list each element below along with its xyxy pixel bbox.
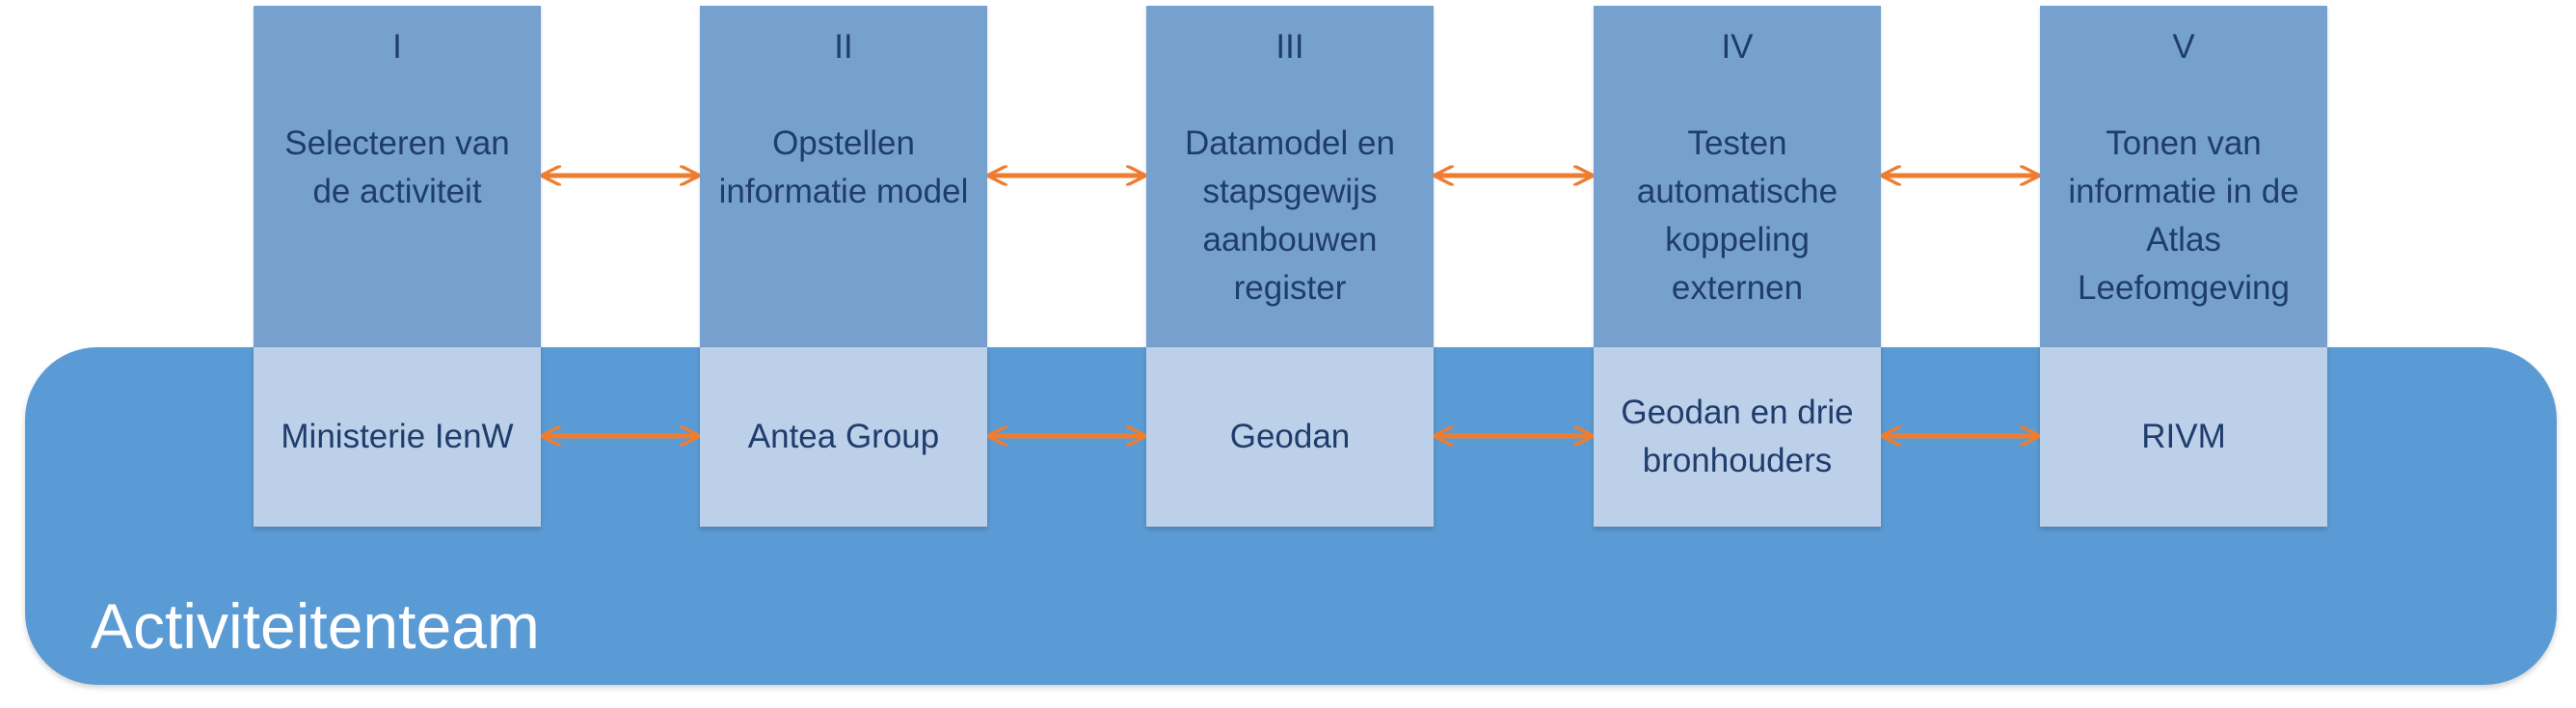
party-box-2: Antea Group — [700, 347, 987, 527]
party-box-5: RIVM — [2040, 347, 2327, 527]
phase-number: IV — [1721, 28, 1754, 66]
phase-title: Datamodel en stapsgewijs aanbouwen regis… — [1185, 124, 1395, 307]
party-name: Ministerie IenW — [281, 418, 514, 455]
phase-title: Opstellen informatie model — [718, 124, 969, 210]
phase-number: II — [834, 28, 853, 66]
party-box-4: Geodan en drie bronhouders — [1594, 347, 1881, 527]
party-box-1: Ministerie IenW — [254, 347, 541, 527]
party-box-3: Geodan — [1146, 347, 1434, 527]
phase-title: Selecteren van de activiteit — [284, 124, 510, 210]
phase-box-4: IV Testen automatische koppeling externe… — [1594, 6, 1881, 347]
phase-title: Tonen van informatie in de Atlas Leefomg… — [2068, 124, 2299, 307]
phase-number: I — [392, 28, 402, 66]
phase-title: Testen automatische koppeling externen — [1636, 124, 1838, 307]
phase-number: III — [1275, 28, 1304, 66]
party-name: Geodan en drie bronhouders — [1621, 394, 1854, 479]
phase-number: V — [2172, 28, 2195, 66]
party-name: Antea Group — [747, 418, 940, 455]
phase-box-2: II Opstellen informatie model — [700, 6, 987, 347]
team-label: Activiteitenteam — [91, 590, 540, 662]
phase-box-5: V Tonen van informatie in de Atlas Leefo… — [2040, 6, 2327, 347]
party-name: RIVM — [2141, 418, 2226, 455]
party-name: Geodan — [1229, 418, 1351, 455]
phase-box-3: III Datamodel en stapsgewijs aanbouwen r… — [1146, 6, 1434, 347]
phase-box-1: I Selecteren van de activiteit — [254, 6, 541, 347]
